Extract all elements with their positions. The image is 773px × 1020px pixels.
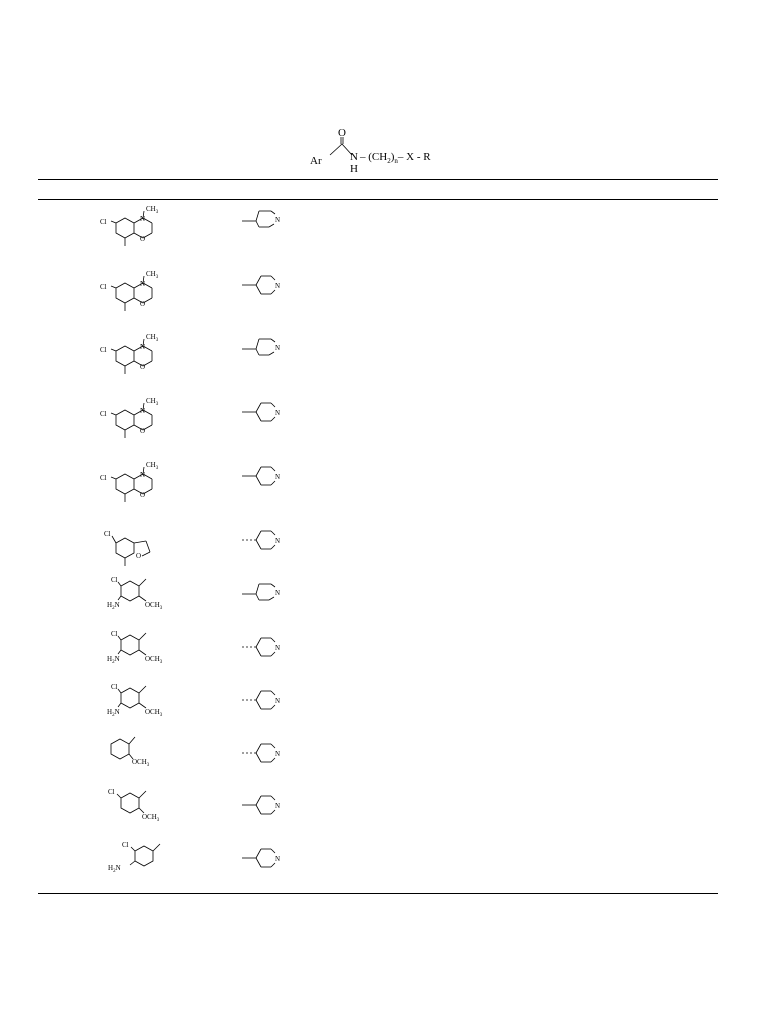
atom-label: O [136, 552, 141, 560]
atom-label: OCH3 [145, 601, 163, 611]
table-row: N O Cl CH3 N [0, 328, 773, 388]
chain-label: – (CH2)n– X - R [359, 151, 431, 165]
atom-label: N [275, 589, 280, 597]
table-row: O Cl N [0, 520, 773, 580]
atom-label: OCH3 [142, 813, 160, 823]
table-row: N O Cl CH3 N [0, 200, 773, 260]
atom-label: N [275, 282, 280, 290]
atom-label: N [140, 280, 145, 288]
atom-label: OCH3 [132, 758, 150, 768]
r-structure-pyrrolidine: N [242, 210, 280, 228]
atom-label: O [140, 235, 145, 243]
amide-hydrogen-label: H [350, 163, 358, 175]
atom-label: Cl [100, 410, 107, 418]
atom-label: N [140, 471, 145, 479]
atom-label: N [275, 750, 280, 758]
ar-structure-benzoxazine-methyl: N O Cl CH3 [100, 333, 159, 374]
atom-label: CH3 [146, 461, 159, 471]
atom-label: H2N [107, 708, 120, 718]
atom-label: O [140, 427, 145, 435]
table-row: Cl H2N N [0, 838, 773, 898]
r-structure-piperidine: N [242, 530, 280, 550]
atom-label: N [275, 344, 280, 352]
ar-structure-benzoxazine-methyl: N O Cl CH3 [100, 397, 159, 438]
r-structure-piperidine: N [242, 743, 280, 763]
ar-structure-benzoxazine-methyl: N O Cl CH3 [100, 461, 159, 502]
r-structure-piperidine: N [242, 275, 280, 295]
atom-label: N [275, 409, 280, 417]
atom-label: N [275, 855, 280, 863]
ar-structure-amino-chloro-methoxyphenyl: Cl H2N OCH3 [107, 576, 163, 611]
atom-label: N [275, 473, 280, 481]
atom-label: Cl [104, 530, 111, 538]
r-structure-piperidine: N [242, 637, 280, 657]
carbonyl-oxygen-label: O [338, 127, 346, 139]
atom-label: CH3 [146, 397, 159, 407]
table-row: OCH3 N [0, 733, 773, 793]
r-structure-piperidine: N [242, 402, 280, 422]
table-row: Cl OCH3 N [0, 785, 773, 845]
atom-label: O [140, 300, 145, 308]
atom-label: N [140, 343, 145, 351]
general-structure-formula: O Ar N H – (CH2)n– X - R [310, 127, 431, 175]
atom-label: Cl [122, 841, 129, 849]
table-bottom-rule [38, 893, 718, 894]
atom-label: N [275, 216, 280, 224]
atom-label: Cl [100, 346, 107, 354]
atom-label: Cl [111, 683, 118, 691]
ar-structure-amino-chloro-methoxyphenyl: Cl H2N OCH3 [107, 630, 163, 665]
ar-structure-chloro-methoxyphenyl: Cl OCH3 [108, 788, 160, 823]
atom-label: H2N [107, 655, 120, 665]
table-top-rule [38, 179, 718, 180]
ar-structure-amino-chlorophenyl: Cl H2N [108, 841, 161, 874]
r-structure-piperidine: N [242, 848, 280, 868]
table-row: N O Cl CH3 N [0, 392, 773, 452]
ar-structure-benzoxazine-methyl: N O Cl CH3 [100, 205, 159, 246]
table-row: N O Cl CH3 N [0, 265, 773, 325]
r-structure-piperidine: N [242, 795, 280, 815]
atom-label: N [275, 802, 280, 810]
atom-label: H2N [108, 864, 121, 874]
atom-label: N [275, 644, 280, 652]
atom-label: N [140, 215, 145, 223]
atom-label: CH3 [146, 205, 159, 215]
ar-structure-methoxyphenyl: OCH3 [110, 736, 150, 768]
atom-label: H2N [107, 601, 120, 611]
atom-label: N [275, 537, 280, 545]
atom-label: O [140, 363, 145, 371]
ar-structure-amino-chloro-methoxyphenyl: Cl H2N OCH3 [107, 683, 163, 718]
table-row: Cl H2N OCH3 N [0, 680, 773, 740]
r-structure-pyrrolidine: N [242, 583, 280, 601]
atom-label: Cl [111, 630, 118, 638]
atom-label: Cl [108, 788, 115, 796]
atom-label: OCH3 [145, 708, 163, 718]
atom-label: Cl [100, 218, 107, 226]
r-structure-pyrrolidine: N [242, 338, 280, 356]
r-structure-piperidine: N [242, 690, 280, 710]
atom-label: CH3 [146, 270, 159, 280]
atom-label: O [140, 491, 145, 499]
atom-label: N [140, 407, 145, 415]
ar-label: Ar [310, 155, 322, 167]
atom-label: N [275, 697, 280, 705]
table-row: Cl H2N OCH3 N [0, 627, 773, 687]
atom-label: Cl [100, 474, 107, 482]
atom-label: Cl [100, 283, 107, 291]
atom-label: OCH3 [145, 655, 163, 665]
table-row: Cl H2N OCH3 N [0, 573, 773, 633]
r-structure-piperidine: N [242, 466, 280, 486]
amide-nitrogen-label: N [350, 151, 358, 163]
ar-structure-dihydrobenzofuran-chloro: O Cl [104, 530, 151, 566]
table-row: N O Cl CH3 N [0, 456, 773, 516]
table-header-rule [38, 199, 718, 200]
atom-label: CH3 [146, 333, 159, 343]
atom-label: Cl [111, 576, 118, 584]
ar-structure-benzoxazine-methyl: N O Cl CH3 [100, 270, 159, 311]
